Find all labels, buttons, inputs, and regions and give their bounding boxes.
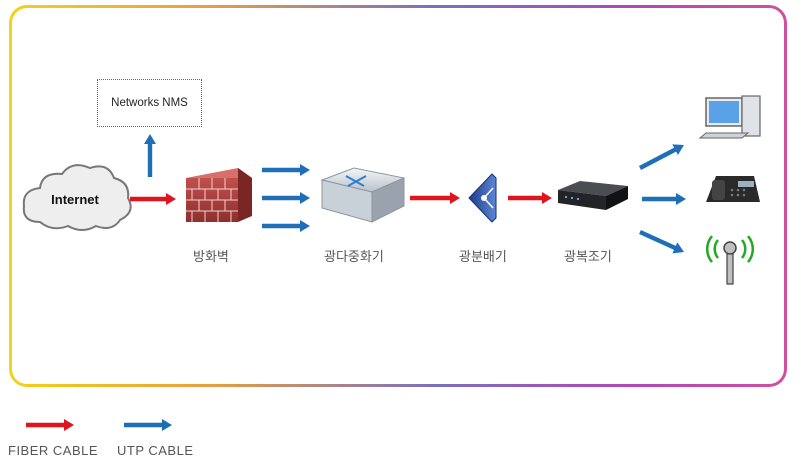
arrow-switch-to-splitter <box>410 192 460 204</box>
legend-fiber-arrow <box>26 419 74 431</box>
arrow-splitter-to-ont <box>508 192 552 204</box>
arrow-ont-to-desktop <box>638 144 684 170</box>
arrow-firewall-to-switch-3 <box>262 220 310 232</box>
cloud-icon <box>22 164 132 231</box>
nms-box: Networks NMS <box>97 79 202 127</box>
arrow-internet-to-firewall <box>130 193 176 205</box>
firewall-icon <box>186 168 252 222</box>
legend-fiber-label: FIBER CABLE <box>8 443 99 458</box>
arrow-ont-to-wireless <box>639 229 684 254</box>
nms-label: Networks NMS <box>111 97 188 109</box>
arrow-firewall-to-switch-1 <box>262 164 310 176</box>
splitter-label: 광분배기 <box>459 250 507 265</box>
switch-label: 광다중화기 <box>324 250 384 265</box>
phone-icon <box>706 176 760 202</box>
ont-label: 광복조기 <box>564 250 612 265</box>
arrow-ont-to-phone <box>642 193 686 205</box>
arrow-firewall-to-nms <box>144 134 156 177</box>
ont-icon <box>558 181 628 210</box>
desktop-icon <box>698 95 761 139</box>
firewall-label: 방화벽 <box>193 250 229 265</box>
legend-utp-arrow <box>124 419 172 431</box>
switch-icon <box>320 167 406 223</box>
arrow-firewall-to-switch-2 <box>262 192 310 204</box>
internet-label: Internet <box>51 192 99 207</box>
splitter-icon <box>468 173 497 223</box>
legend-utp-label: UTP CABLE <box>117 443 194 458</box>
wireless-antenna-icon <box>705 235 755 285</box>
